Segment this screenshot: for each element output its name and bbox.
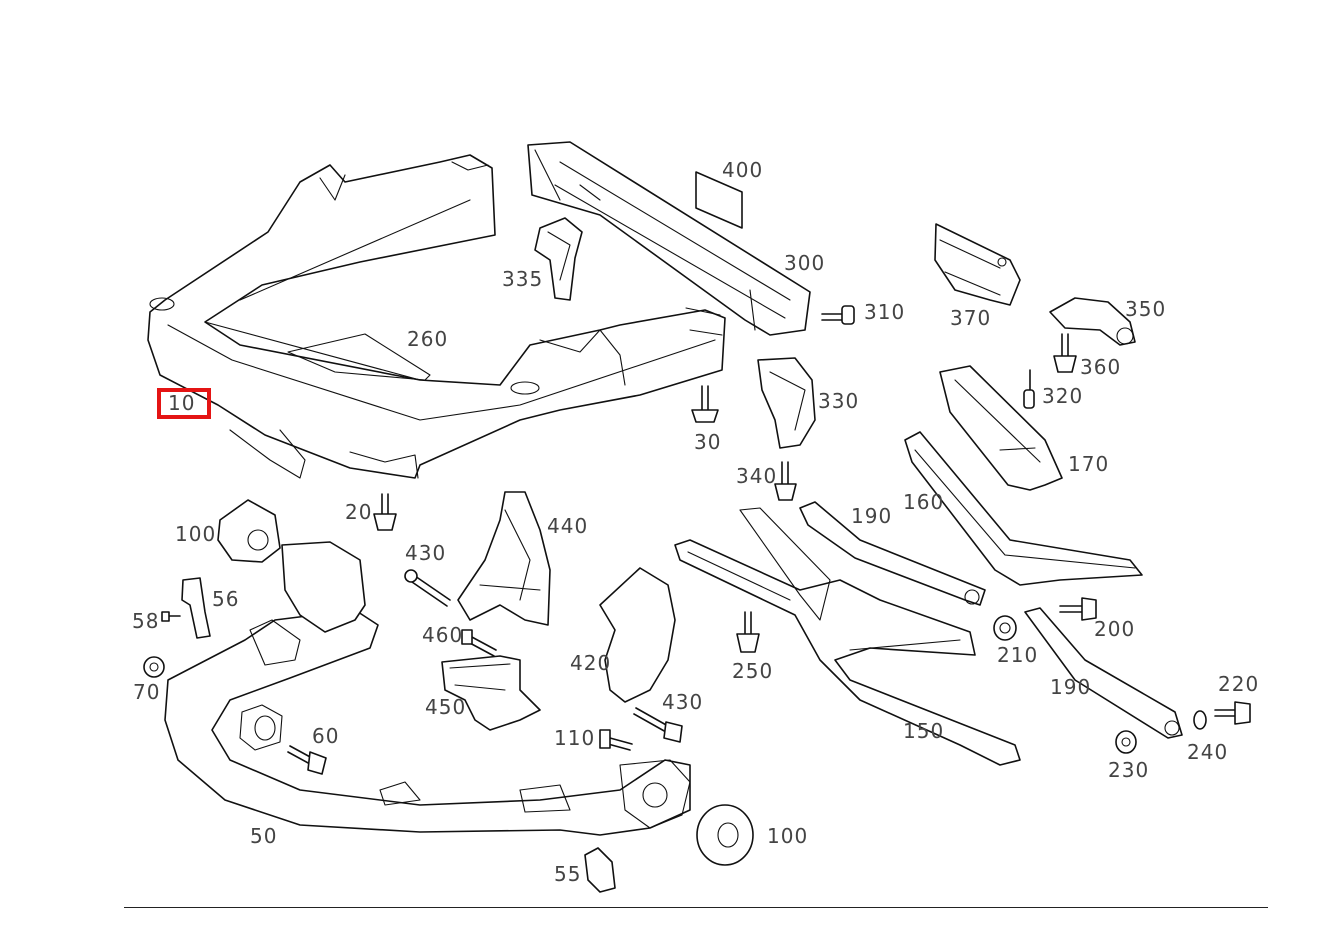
part-label-320[interactable]: 320 [1042,384,1084,408]
part-label-100-upper[interactable]: 100 [175,522,217,546]
part-450-bracket[interactable] [441,655,541,731]
part-150-arm[interactable] [674,507,1021,766]
part-20-bolt[interactable] [373,493,397,531]
part-label-190-upper[interactable]: 190 [851,504,893,528]
part-170-arm[interactable] [939,365,1063,491]
part-230-nut[interactable] [1115,730,1137,754]
part-label-220[interactable]: 220 [1218,672,1260,696]
highlight-box-part-10 [157,388,211,419]
part-label-335[interactable]: 335 [502,267,544,291]
part-420-shield[interactable] [599,567,676,703]
part-label-440[interactable]: 440 [547,514,589,538]
part-label-200[interactable]: 200 [1094,617,1136,641]
part-label-56[interactable]: 56 [212,587,240,611]
part-label-310[interactable]: 310 [864,300,906,324]
part-label-170[interactable]: 170 [1068,452,1110,476]
part-label-330[interactable]: 330 [818,389,860,413]
part-label-30[interactable]: 30 [694,430,722,454]
part-200-bolt[interactable] [1059,597,1097,621]
part-label-10[interactable]: 10 [168,391,196,415]
part-label-50[interactable]: 50 [250,824,278,848]
part-label-420[interactable]: 420 [570,651,612,675]
part-55-bracket[interactable] [584,847,616,893]
part-335-bracket[interactable] [534,217,583,301]
part-440-bracket[interactable] [457,491,551,626]
part-label-260[interactable]: 260 [407,327,449,351]
part-label-58[interactable]: 58 [132,609,160,633]
part-220-bolt[interactable] [1214,701,1251,725]
part-320-pin[interactable] [1023,369,1035,409]
footer-divider [124,907,1268,908]
part-label-240[interactable]: 240 [1187,740,1229,764]
part-30-bolt[interactable] [691,385,719,423]
part-label-70[interactable]: 70 [133,680,161,704]
part-400-pad[interactable] [695,171,743,229]
part-label-20[interactable]: 20 [345,500,373,524]
part-label-190-lower[interactable]: 190 [1050,675,1092,699]
part-190-arm-upper[interactable] [799,501,986,606]
part-58-screw[interactable] [161,611,181,622]
part-310-bolt[interactable] [821,305,855,325]
part-430-bolt-upper[interactable] [404,569,451,607]
part-label-370[interactable]: 370 [950,306,992,330]
part-label-460[interactable]: 460 [422,623,464,647]
part-label-340[interactable]: 340 [736,464,778,488]
part-56-bracket[interactable] [181,577,211,639]
part-340-bolt[interactable] [774,461,797,501]
part-60-bolt[interactable] [287,745,327,775]
part-70-bushing[interactable] [143,656,165,678]
part-label-150[interactable]: 150 [903,719,945,743]
part-label-430-upper[interactable]: 430 [405,541,447,565]
part-label-160[interactable]: 160 [903,490,945,514]
part-label-400[interactable]: 400 [722,158,764,182]
part-label-430-lower[interactable]: 430 [662,690,704,714]
part-10-subframe[interactable] [147,154,726,479]
part-label-250[interactable]: 250 [732,659,774,683]
part-label-450[interactable]: 450 [425,695,467,719]
part-260-plate[interactable] [287,333,431,381]
part-label-110[interactable]: 110 [554,726,596,750]
part-210-nut[interactable] [993,615,1017,641]
part-240-washer[interactable] [1193,710,1207,730]
part-190-arm-lower[interactable] [1024,607,1183,739]
part-460-bolt[interactable] [461,629,497,657]
part-label-210[interactable]: 210 [997,643,1039,667]
part-label-55[interactable]: 55 [554,862,582,886]
part-100-bushing-upper[interactable] [217,499,281,563]
part-250-bolt[interactable] [736,611,760,653]
part-300-crossmember[interactable] [527,141,811,336]
part-360-bolt[interactable] [1053,333,1077,373]
part-label-100-lower[interactable]: 100 [767,824,809,848]
part-370-bracket[interactable] [934,223,1021,306]
part-110-bolt[interactable] [599,729,633,751]
part-50-crossmember[interactable] [164,541,691,836]
part-350-mount[interactable] [1049,297,1136,346]
part-label-60[interactable]: 60 [312,724,340,748]
part-330-bracket[interactable] [757,357,816,449]
part-label-350[interactable]: 350 [1125,297,1167,321]
part-label-360[interactable]: 360 [1080,355,1122,379]
part-430-bolt-lower[interactable] [633,707,683,743]
part-160-arm[interactable] [904,431,1143,586]
part-label-230[interactable]: 230 [1108,758,1150,782]
part-100-bushing-lower[interactable] [696,804,754,866]
part-label-300[interactable]: 300 [784,251,826,275]
